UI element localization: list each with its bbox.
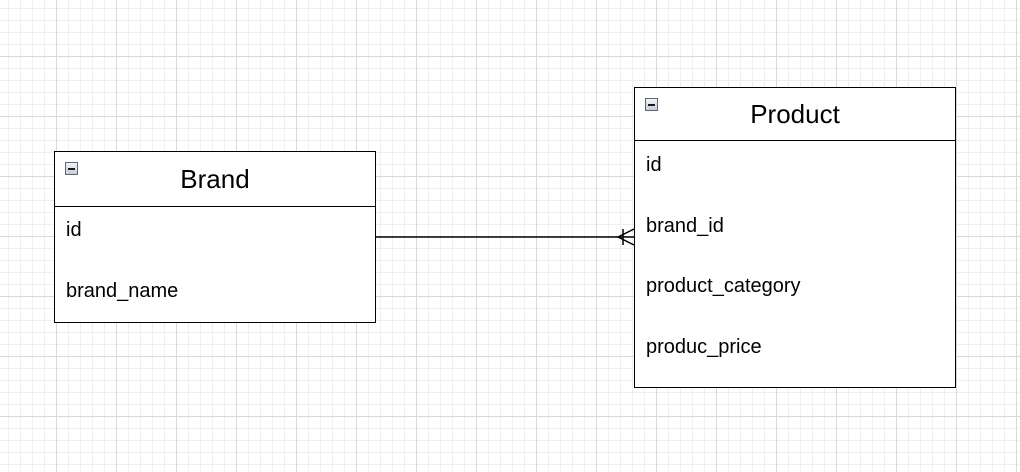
brand-entity-header[interactable]: Brand xyxy=(55,152,375,207)
brand-entity[interactable]: Brand id brand_name xyxy=(54,151,376,323)
brand-attribute-brand-name[interactable]: brand_name xyxy=(66,280,179,302)
product-attribute-brand-id[interactable]: brand_id xyxy=(646,215,724,237)
crows-foot-marker xyxy=(617,228,635,246)
collapse-icon[interactable] xyxy=(65,162,78,175)
product-entity-header[interactable]: Product xyxy=(635,88,955,141)
product-entity[interactable]: Product id brand_id product_category pro… xyxy=(634,87,956,388)
brand-attribute-id[interactable]: id xyxy=(66,219,82,241)
brand-product-relationship[interactable] xyxy=(376,228,635,246)
brand-entity-title: Brand xyxy=(180,163,250,194)
product-attribute-product-category[interactable]: product_category xyxy=(646,275,801,297)
product-entity-title: Product xyxy=(750,98,840,129)
product-attribute-id[interactable]: id xyxy=(646,154,662,176)
product-attribute-produc-price[interactable]: produc_price xyxy=(646,336,762,358)
collapse-icon[interactable] xyxy=(645,98,658,111)
